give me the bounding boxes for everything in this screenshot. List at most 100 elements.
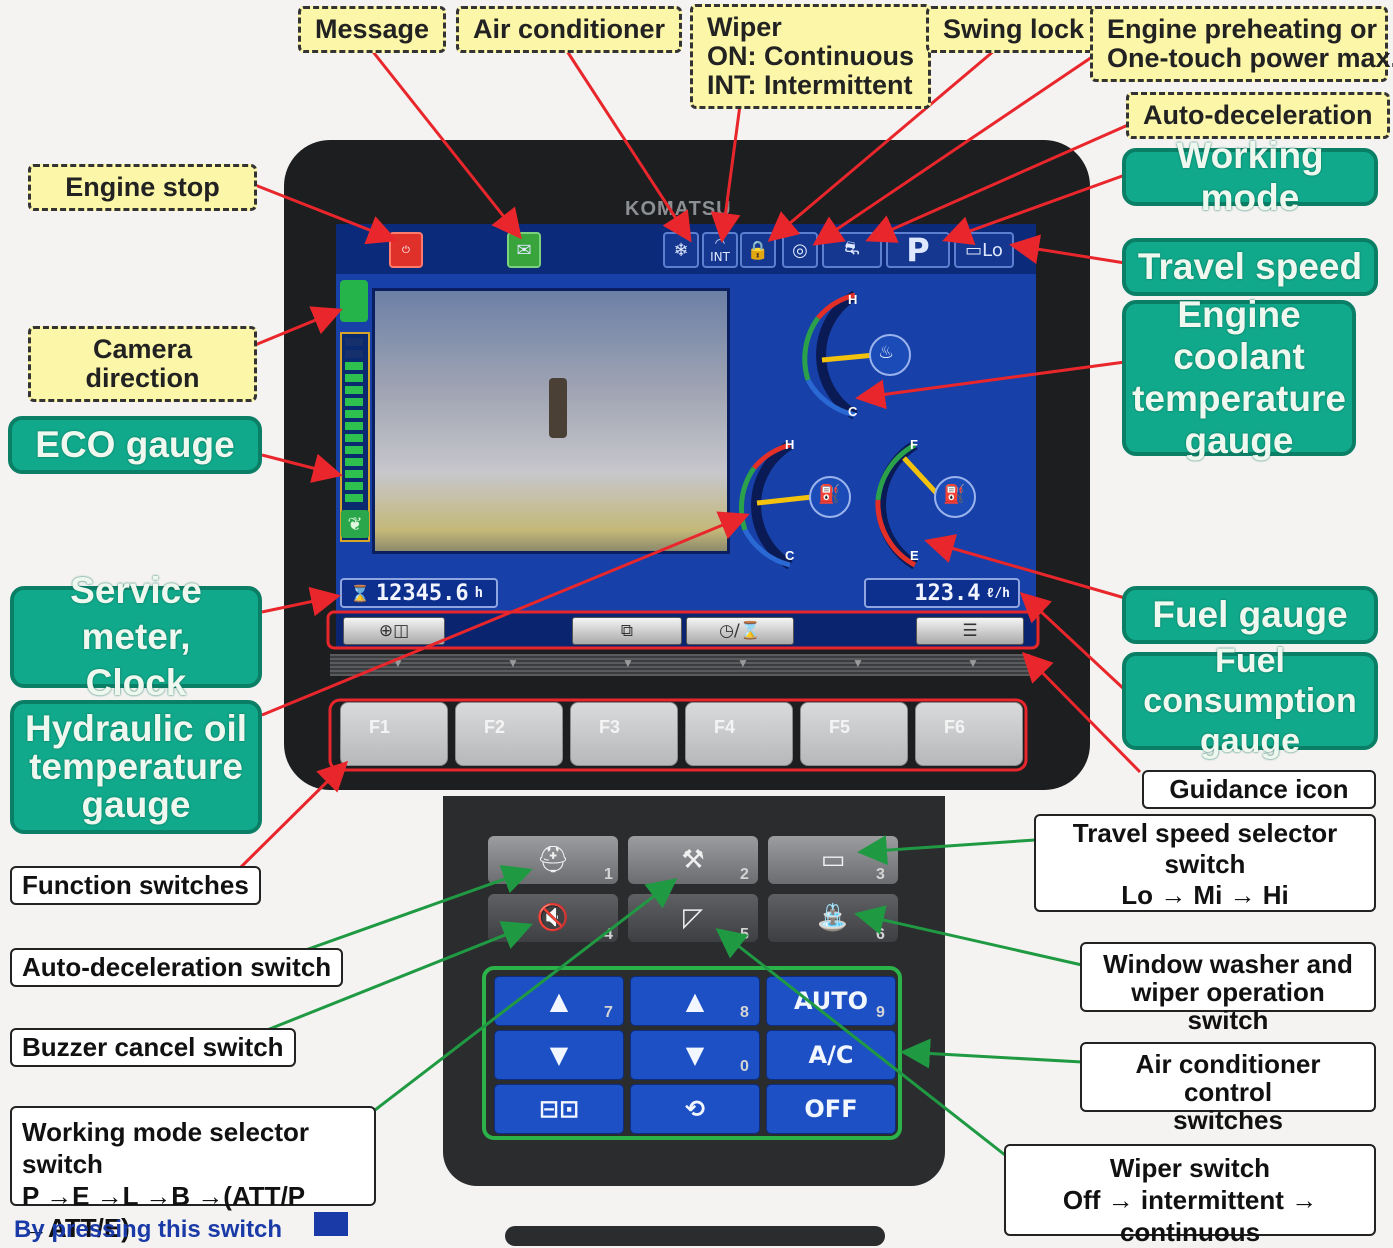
wiper-state-label: INT (710, 250, 730, 264)
auto-decel-selector-switch[interactable]: ⚒ (628, 836, 758, 884)
callout-auto-decel-switch: Auto-deceleration switch (10, 948, 344, 987)
key-pointer-triangle: ▼ (507, 656, 519, 670)
travel-selector-line-2: Lo → Mi → Hi (1121, 880, 1289, 910)
working-mode-text: Working mode (1176, 135, 1324, 218)
fuel-consumption-line-1: Fuel consumption (1143, 642, 1357, 720)
temp-up-button[interactable]: ▲ (630, 976, 760, 1026)
fuel-rate: 123.4 (914, 580, 981, 606)
service-hours: 12345.6 (375, 580, 469, 606)
callout-camera-direction: Camera direction (28, 326, 257, 402)
eco-leaf-icon: ❦ (341, 510, 369, 538)
hydraulic-hot-label: H (785, 437, 795, 452)
callout-hydraulic-oil-gauge: Hydraulic oil temperature gauge (10, 700, 262, 834)
eco-gauge-segment (345, 458, 363, 466)
key-pointer-triangle: ▼ (852, 656, 864, 670)
function-key-f2[interactable]: F2 (455, 702, 563, 766)
ac-toggle-button[interactable]: A/C (766, 1030, 896, 1080)
service-line-1: Service meter, (70, 570, 202, 657)
key-pointer-triangle: ▼ (967, 656, 979, 670)
callout-fuel-consumption: Fuel consumption gauge (1122, 642, 1378, 760)
function-key-f1[interactable]: F1 (340, 702, 448, 766)
wiper-switch-line-2: Off → intermittent → continuous (1062, 1185, 1318, 1247)
eco-gauge-segment (345, 386, 363, 394)
fuel-gauge-text: Fuel gauge (1152, 594, 1348, 635)
callout-message: Message (298, 6, 447, 53)
air-outlet-button[interactable]: ⊟⊡ (494, 1084, 624, 1134)
function-key-f3[interactable]: F3 (570, 702, 678, 766)
callout-auto-deceleration: Auto-deceleration (1126, 92, 1390, 139)
callout-working-mode-selector: Working mode selector switch P →E →L →B … (10, 1106, 376, 1243)
callout-travel-speed-selector: Travel speed selector switch Lo → Mi → H… (1034, 814, 1376, 912)
eco-gauge-segment (345, 362, 363, 370)
function-key-f4[interactable]: F4 (685, 702, 793, 766)
fan-down-button[interactable]: ▼ (494, 1030, 624, 1080)
function-key-f6[interactable]: F6 (915, 702, 1023, 766)
eco-gauge-segment (345, 398, 363, 406)
fuel-full-label: F (910, 437, 918, 452)
hydraulic-line-1: Hydraulic oil (24, 708, 248, 749)
eco-gauge-segment (345, 494, 363, 502)
function-key-f5[interactable]: F5 (800, 702, 908, 766)
travel-selector-line-1: Travel speed selector switch (1072, 818, 1338, 879)
switch-number-4: 4 (604, 926, 613, 943)
key-pointer-triangle: ▼ (737, 656, 749, 670)
travel-speed-text: Travel speed (1137, 246, 1363, 287)
key-pointer-triangle: ▼ (392, 656, 404, 670)
callout-service-meter: Service meter, Clock (10, 570, 262, 703)
fuel-consumption-readout: 123.4 ℓ/h (864, 578, 1020, 608)
wiper-switch-line-1: Wiper switch (1109, 1153, 1271, 1183)
ac-off-button[interactable]: OFF (766, 1084, 896, 1134)
coolant-cold-label: C (848, 404, 858, 419)
coolant-icon: ♨ (878, 342, 895, 362)
callout-fuel-gauge: Fuel gauge (1122, 586, 1378, 644)
switch-number-1: 1 (604, 866, 613, 883)
guidance-camera-icon: ⧉ (572, 617, 682, 645)
eco-gauge-segment (345, 446, 363, 454)
air-recirculation-button[interactable]: ⟲ (630, 1084, 760, 1134)
switch-number-3: 3 (876, 866, 885, 883)
hourglass-icon: ⌛ (350, 583, 370, 603)
wiper-line-2: ON: Continuous (707, 41, 914, 71)
eco-gauge-segment (345, 374, 363, 382)
ac-number-9: 9 (876, 1004, 885, 1021)
callout-working-mode: Working mode (1122, 135, 1378, 218)
callout-travel-speed: Travel speed (1122, 238, 1378, 296)
eco-gauge-segment (345, 338, 363, 346)
ac-panel-frame (482, 966, 902, 1140)
coolant-line-2: temperature (1132, 378, 1346, 419)
function-highlight (328, 698, 1028, 772)
callout-engine-preheat: Engine preheating or One-touch power max… (1090, 6, 1393, 82)
service-meter-readout: ⌛ 12345.6 h (340, 578, 498, 608)
travel-speed-label: Lo (982, 239, 1003, 261)
camera-direction-icon (340, 280, 368, 322)
fuel-unit: ℓ/h (986, 585, 1010, 601)
hydraulic-cold-label: C (785, 548, 795, 563)
guidance-highlight (326, 610, 1040, 650)
coolant-line-3: gauge (1184, 420, 1294, 461)
fuel-consumption-line-2: gauge (1199, 722, 1301, 760)
ac-number-7: 7 (604, 1004, 613, 1021)
eco-gauge-segment (345, 422, 363, 430)
preheat-line-1: Engine preheating or (1107, 14, 1378, 44)
working-mode-indicator: P (886, 231, 950, 269)
eco-gauge-segment (345, 410, 363, 418)
bottom-blue-block (314, 1212, 348, 1236)
switch-number-2: 2 (740, 866, 749, 883)
fuel-empty-label: E (910, 548, 919, 563)
callout-buzzer-cancel: Buzzer cancel switch (10, 1028, 296, 1067)
callout-eco-gauge: ECO gauge (8, 416, 262, 474)
coolant-gauge (802, 290, 911, 420)
wiper-line-1: Wiper (707, 12, 782, 42)
guidance-clock-icon: ◷/⌛ (686, 617, 794, 645)
ac-line-1: Air conditioner control (1135, 1049, 1321, 1107)
callout-wiper: Wiper ON: Continuous INT: Intermittent (690, 4, 931, 109)
fuel-pump-icon: ⛽ (943, 484, 966, 504)
swing-lock-icon: 🔒 (740, 232, 776, 268)
callout-swing-lock: Swing lock (926, 6, 1102, 53)
eco-gauge-segment (345, 350, 363, 358)
key-pointer-triangle: ▼ (622, 656, 634, 670)
temp-down-button[interactable]: ▼ (630, 1030, 760, 1080)
callout-function-switches: Function switches (10, 866, 261, 905)
guidance-menu-icon: ☰ (916, 617, 1024, 645)
